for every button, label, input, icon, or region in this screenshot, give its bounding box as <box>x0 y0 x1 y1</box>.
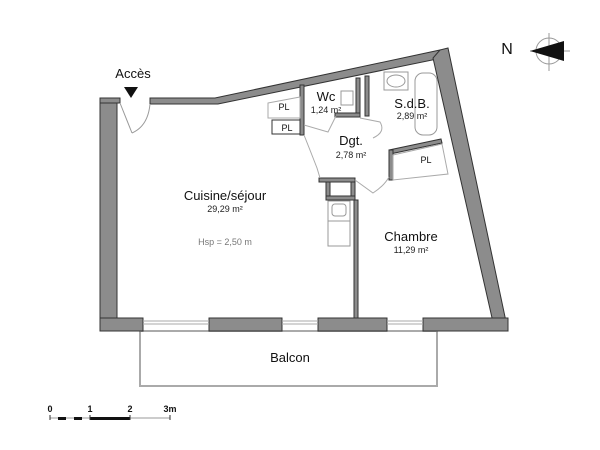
room-name-chambre: Chambre <box>384 229 438 244</box>
scale-tick: 1 <box>87 404 93 414</box>
scale-tick: 2 <box>127 404 133 414</box>
closet-label: PL <box>281 123 293 133</box>
windows <box>143 320 423 325</box>
scale-tick: 0 <box>47 404 53 414</box>
north-label: N <box>501 41 513 58</box>
balcony-outline <box>139 330 438 387</box>
room-area-chambre: 11,29 m² <box>393 245 429 255</box>
room-name-dgt: Dgt. <box>339 133 363 148</box>
compass-icon <box>530 33 570 71</box>
closet-outlines <box>267 96 449 181</box>
interior-doors <box>303 115 390 194</box>
room-name-wc: Wc <box>316 89 336 104</box>
outer-walls <box>99 47 509 332</box>
access-label: Accès <box>115 66 151 81</box>
fixtures <box>327 71 438 247</box>
room-name-sdb: S.d.B. <box>394 96 430 111</box>
room-area-wc: 1,24 m² <box>310 105 342 115</box>
room-name-cuisine: Cuisine/séjour <box>183 188 267 203</box>
room-area-sdb: 2,89 m² <box>396 111 428 121</box>
room-area-dgt: 2,78 m² <box>335 150 367 160</box>
access-arrow-icon <box>124 87 138 98</box>
entry-door <box>119 102 151 134</box>
scale-tick: 3m <box>163 404 177 414</box>
closet-label: PL <box>420 155 432 165</box>
room-name-balcon: Balcon <box>270 350 310 365</box>
scale-bar <box>49 415 171 420</box>
closet-label: PL <box>278 102 290 112</box>
room-area-cuisine: 29,29 m² <box>207 204 243 214</box>
ceiling-height: Hsp = 2,50 m <box>198 237 252 247</box>
